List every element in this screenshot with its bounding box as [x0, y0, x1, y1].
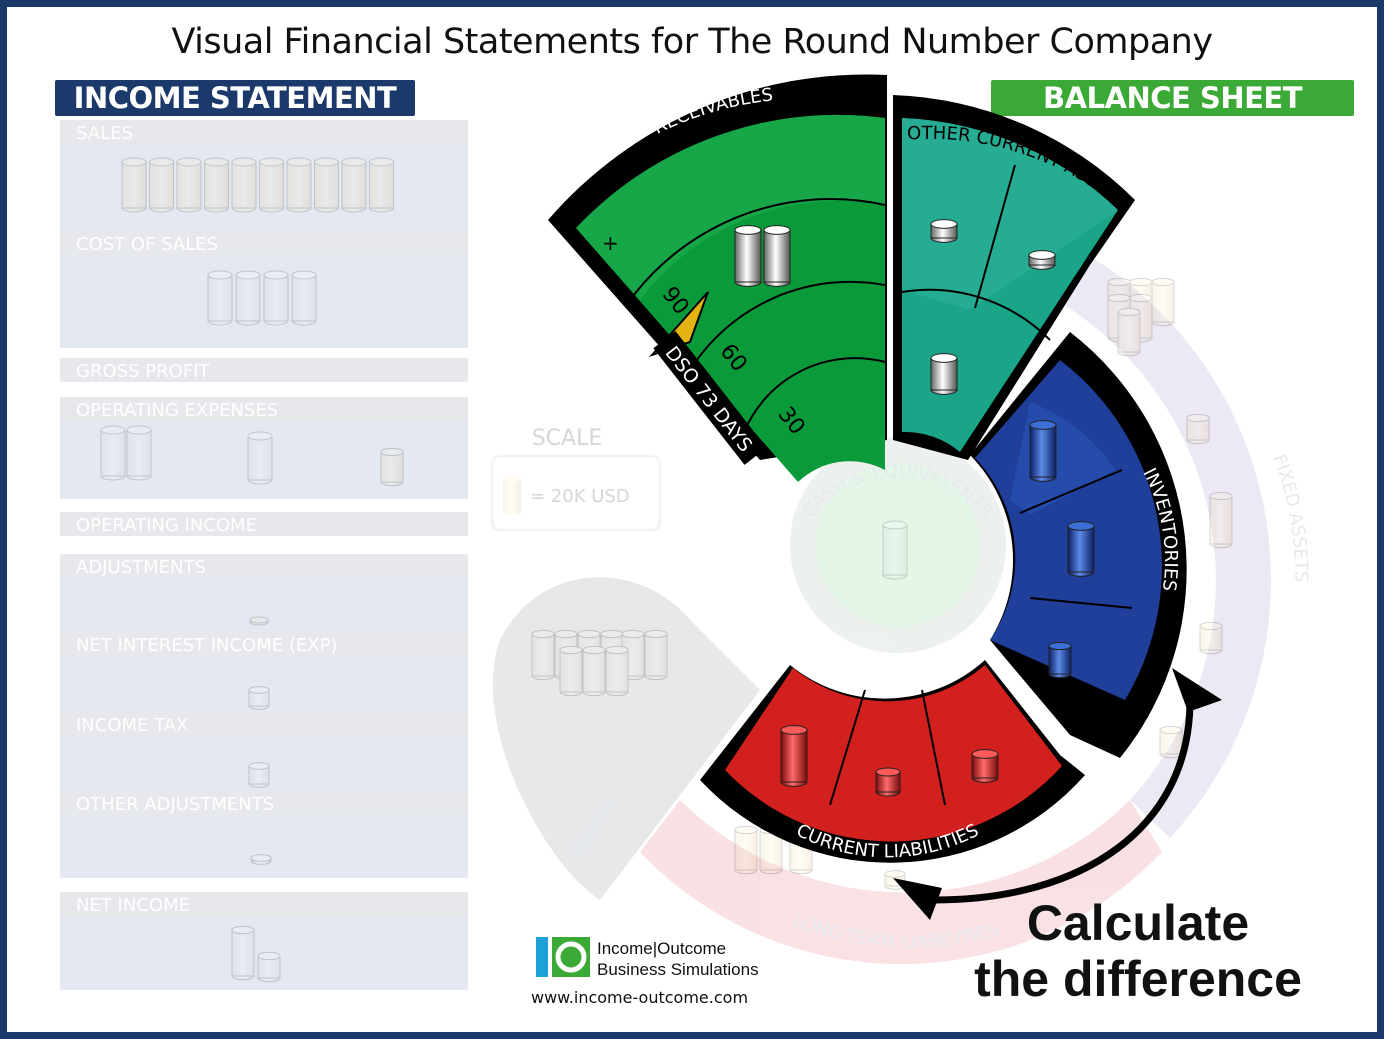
cost-cylinder-icon: [263, 270, 289, 326]
scale-value: = 20K USD: [530, 486, 630, 507]
fixed-assets-label: FIXED ASSETS: [1268, 451, 1311, 582]
callout-line2: the difference: [974, 951, 1302, 1007]
current-liabilities-segment: [700, 660, 1085, 863]
net-income-cylinder-icon: [231, 925, 255, 981]
fixed-asset-cylinder-icon: [1199, 621, 1223, 655]
other-adj-cylinder-icon: [250, 854, 272, 865]
tax-cylinder-icon: [248, 762, 270, 788]
cost-cylinder-icon: [207, 270, 233, 326]
inventory-cylinder-icon: [1048, 641, 1072, 679]
cost-cylinder-icon: [235, 270, 261, 326]
oca-cylinder-icon: [1028, 250, 1056, 270]
sales-cylinder-icon: [176, 157, 202, 213]
opex-cylinder-icon: [126, 425, 152, 481]
callout-line1: Calculate: [1027, 895, 1249, 951]
income-statement-labels: SALES COST OF SALES GROSS PROFIT OPERATI…: [76, 123, 337, 916]
sales-cylinder-icon: [204, 157, 229, 213]
fixed-asset-cylinder-icon: [1117, 307, 1141, 357]
is-label-sales: SALES: [76, 123, 133, 144]
sales-cylinder-icon: [341, 157, 367, 213]
balance-sheet-header: BALANCE SHEET: [991, 80, 1354, 116]
equity-cylinder-icon: [559, 645, 583, 697]
equity-cylinder-icon: [644, 629, 668, 681]
income-statement-cylinders: [100, 157, 404, 983]
inventory-cylinder-icon: [1029, 420, 1057, 482]
fixed-asset-cylinder-icon: [1159, 725, 1183, 759]
sales-cylinder-icon: [259, 157, 284, 213]
oca-cylinder-icon: [930, 219, 958, 243]
brand-logo: [536, 937, 590, 977]
sales-cylinder-icon: [121, 157, 147, 213]
fixed-asset-cylinder-icon: [1186, 413, 1210, 445]
opex-cylinder-icon: [247, 431, 273, 485]
income-statement-header: INCOME STATEMENT: [55, 80, 415, 116]
income-statement-panel: [60, 120, 468, 990]
is-label-net-income: NET INCOME: [76, 895, 190, 916]
is-label-operating-income: OPERATING INCOME: [76, 515, 257, 536]
fixed-asset-cylinder-icon: [1151, 277, 1175, 327]
page-title: Visual Financial Statements for The Roun…: [171, 22, 1213, 62]
brand-url[interactable]: www.income-outcome.com: [531, 988, 748, 1007]
fixed-asset-cylinder-icon: [1209, 491, 1233, 549]
equity-cylinder-icon: [605, 645, 629, 697]
receivables-cylinder-icon: [763, 225, 791, 287]
is-label-gross-profit: GROSS PROFIT: [76, 361, 210, 382]
balance-sheet-cylinders: [734, 219, 1095, 797]
sales-cylinder-icon: [314, 157, 339, 213]
liability-cylinder-icon: [780, 725, 808, 787]
cost-cylinder-icon: [291, 270, 317, 326]
sales-cylinder-icon: [149, 157, 174, 213]
ltl-cylinder-icon: [734, 825, 758, 875]
interest-cylinder-icon: [249, 616, 269, 626]
is-label-net-interest: NET INTEREST INCOME (EXP): [76, 635, 337, 656]
opex-cylinder-icon: [380, 447, 404, 487]
opex-cylinder-icon: [100, 425, 126, 481]
balance-sheet-faded-cylinders: [531, 277, 1233, 890]
receivables-cylinder-icon: [734, 225, 762, 287]
is-label-cost-of-sales: COST OF SALES: [76, 234, 218, 255]
dso-plus: +: [602, 231, 619, 255]
inventory-cylinder-icon: [1067, 521, 1095, 577]
liability-cylinder-icon: [971, 749, 999, 783]
is-label-income-tax: INCOME TAX: [76, 715, 188, 736]
sales-cylinder-icon: [369, 157, 394, 213]
difference-arrow: [893, 668, 1222, 920]
cash-cylinder-icon: [882, 520, 908, 580]
receivables-segment: [548, 74, 887, 483]
oca-cylinder-icon: [930, 353, 958, 395]
is-label-other-adjustments: OTHER ADJUSTMENTS: [76, 794, 274, 815]
net-income-cylinder-icon: [257, 951, 281, 983]
brand-subtitle: Business Simulations: [597, 960, 759, 979]
equity-cylinder-icon: [531, 629, 555, 681]
is-label-operating-expenses: OPERATING EXPENSES: [76, 400, 278, 421]
tax-cylinder-icon: [248, 686, 270, 710]
scale-title: SCALE: [532, 426, 603, 451]
brand-name: Income|Outcome: [597, 939, 726, 958]
sales-cylinder-icon: [231, 157, 257, 213]
sales-cylinder-icon: [286, 157, 312, 213]
liability-cylinder-icon: [875, 767, 901, 797]
equity-cylinder-icon: [582, 645, 606, 697]
scale-coin: [503, 474, 521, 514]
is-label-adjustments: ADJUSTMENTS: [76, 557, 206, 578]
